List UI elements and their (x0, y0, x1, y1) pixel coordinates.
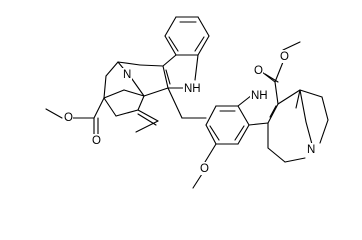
atom-labels: NH NH N N O O O O O (63, 50, 317, 175)
atom-label-amine-n-upper: N (123, 69, 131, 81)
atom-label-indole-nh-lower: NH (251, 90, 268, 102)
lower-bridged-ring (267, 89, 329, 163)
lower-methyl-ester (261, 41, 301, 105)
atom-label-ester-carbonyl-o-lower: O (254, 65, 263, 77)
lower-indole-benzene-ring (205, 105, 250, 145)
methoxy-group (192, 143, 217, 189)
atom-label-amine-n-lower: N (307, 144, 315, 156)
upper-bridged-cage (103, 61, 169, 133)
lower-indole-pyrrole-ring (237, 94, 279, 126)
atom-label-indole-nh-upper: NH (184, 83, 201, 95)
inter-unit-bond (167, 87, 207, 119)
atom-label-methoxy-o: O (200, 163, 209, 175)
atom-label-ester-ether-o-lower: O (280, 51, 289, 63)
molecule-structure-diagram: NH NH N N O O O O O (45, 16, 329, 189)
atom-label-ester-carbonyl-o-upper: O (92, 135, 101, 147)
upper-indole-benzene-ring (164, 16, 210, 56)
atom-label-ester-ether-o-upper: O (64, 112, 73, 124)
upper-methyl-ester (45, 97, 105, 135)
